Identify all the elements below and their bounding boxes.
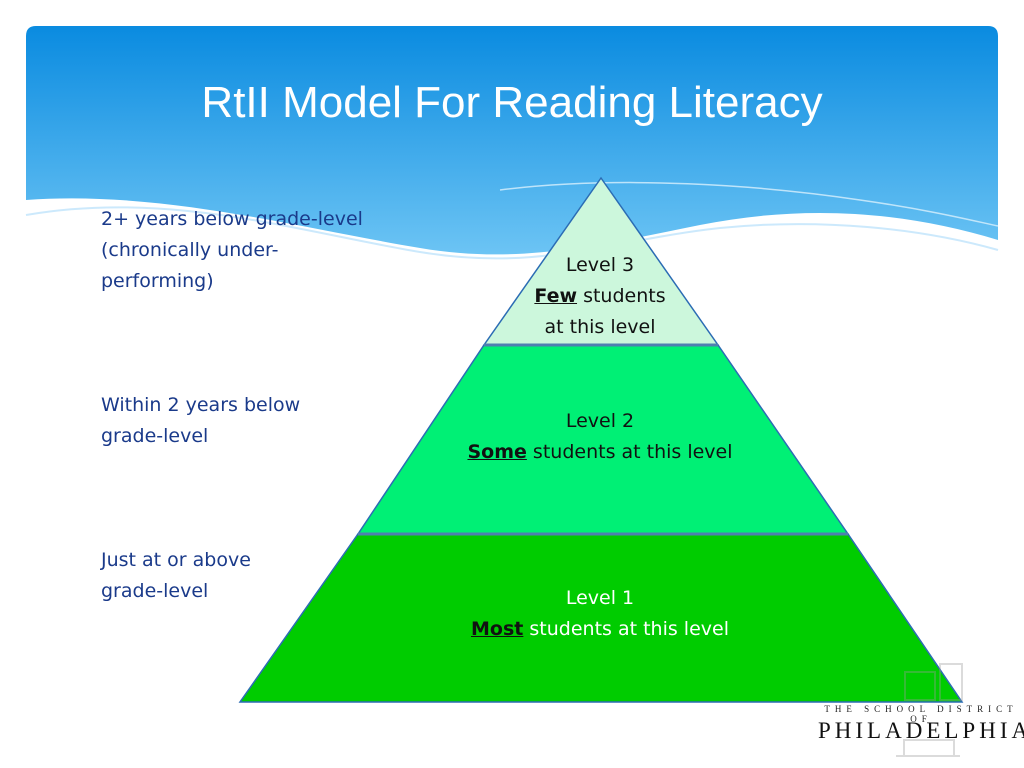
- level3-text: Level 3 Few students at this level: [500, 250, 700, 343]
- side-label-level3: 2+ years below grade-level (chronically …: [101, 204, 401, 297]
- side-label-line: 2+ years below grade-level: [101, 208, 363, 230]
- header-wave: [25, 206, 999, 260]
- side-label-line: Within 2 years below: [101, 394, 301, 416]
- level2-emphasis: Some: [467, 441, 527, 463]
- side-label-level1: Just at or above grade-level: [101, 545, 401, 607]
- level1-title: Level 1: [565, 587, 635, 609]
- level2-line: Some students at this level: [420, 437, 780, 468]
- level2-text: Level 2 Some students at this level: [420, 406, 780, 468]
- slide-title: RtII Model For Reading Literacy: [201, 78, 823, 127]
- level3-line2: at this level: [544, 316, 656, 338]
- level2-title: Level 2: [565, 410, 635, 432]
- level1-rest: students at this level: [523, 618, 729, 640]
- side-label-line: grade-level: [101, 425, 209, 447]
- side-label-line: grade-level: [101, 580, 209, 602]
- level3-rest: students: [577, 285, 666, 307]
- side-label-line: performing): [101, 270, 214, 292]
- level3-emphasis: Few: [534, 285, 578, 307]
- header-wave-2: [499, 181, 999, 227]
- header-banner: [26, 26, 998, 255]
- level2-rest: students at this level: [526, 441, 733, 463]
- level1-line: Most students at this level: [420, 614, 780, 645]
- logo-top-line: THE SCHOOL DISTRICT OF: [824, 704, 1018, 724]
- level3-line: Few students: [500, 281, 700, 312]
- district-seal-icon: [896, 663, 963, 757]
- level1-emphasis: Most: [471, 618, 524, 640]
- side-label-level2: Within 2 years below grade-level: [101, 390, 401, 452]
- logo-name: PHILADELPHIA: [818, 718, 1024, 743]
- side-label-line: (chronically under-: [101, 239, 279, 261]
- district-logo: THE SCHOOL DISTRICT OF PHILADELPHIA: [818, 700, 1024, 768]
- level3-title: Level 3: [565, 254, 635, 276]
- side-label-line: Just at or above: [101, 549, 251, 571]
- level1-text: Level 1 Most students at this level: [420, 583, 780, 645]
